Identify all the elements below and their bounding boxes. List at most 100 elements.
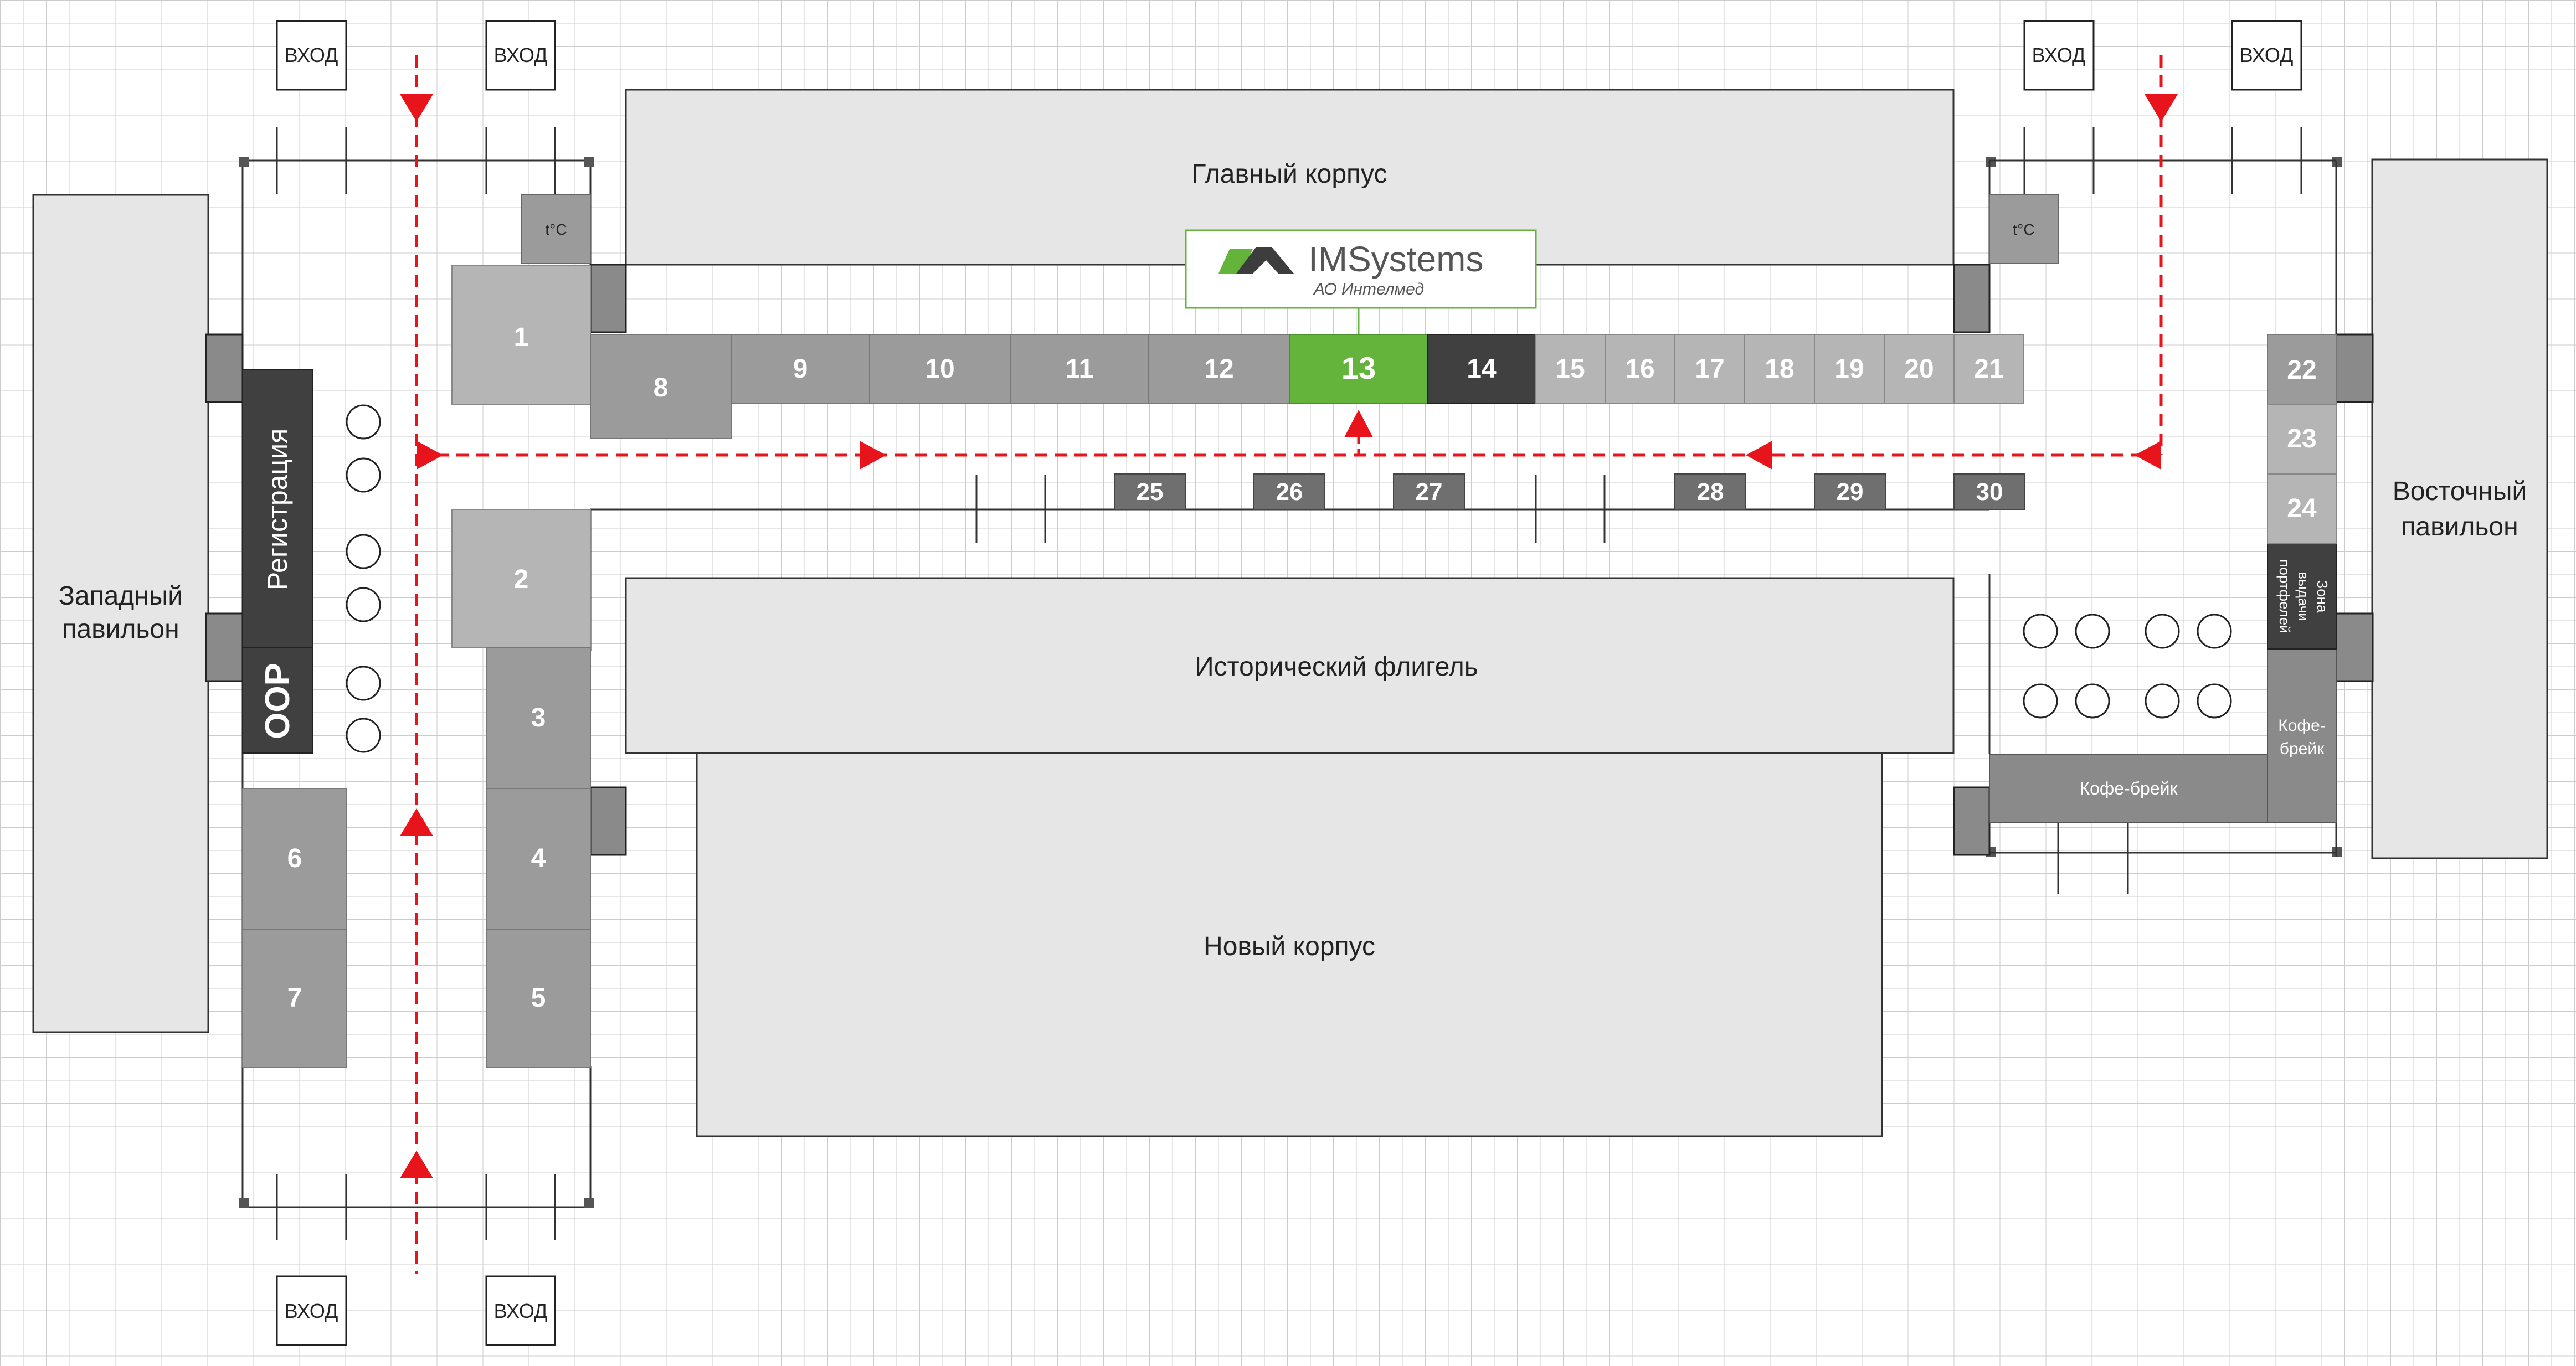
booth-20-label: 20 (1904, 354, 1934, 384)
booth-23-label: 23 (2287, 424, 2316, 453)
east-pavilion-label-line1: Восточный (2393, 477, 2527, 506)
booth-30-label: 30 (1976, 478, 2003, 506)
temperature-point-right: t°C (1989, 194, 2059, 264)
booth-2-label: 2 (514, 565, 529, 594)
booth-25[interactable]: 25 (1114, 473, 1186, 510)
booth-4[interactable]: 4 (486, 788, 591, 930)
coffee-break-area[interactable]: Кофе-брейк (1989, 754, 2268, 823)
booth-13-label: 13 (1341, 350, 1376, 385)
booth-9[interactable]: 9 (731, 334, 870, 404)
booth-7-label: 7 (287, 983, 302, 1013)
portfolio-issue-zone[interactable]: Зона выдачи портфелей (2267, 543, 2337, 650)
arrow-right-1 (417, 441, 443, 470)
main-building-label: Главный корпус (1191, 159, 1387, 189)
booth-19-label: 19 (1834, 354, 1864, 384)
booth-25-label: 25 (1137, 478, 1164, 506)
booth-10-label: 10 (925, 354, 954, 384)
booth-7[interactable]: 7 (242, 929, 347, 1068)
door-tabs (205, 264, 2374, 856)
booth-28[interactable]: 28 (1674, 473, 1746, 510)
west-pavilion[interactable]: Западный павильон (32, 194, 209, 1033)
booth-4-label: 4 (531, 844, 546, 873)
coffee-break-label: Кофе-брейк (2079, 779, 2178, 798)
entrance-top-4-label: ВХОД (2240, 44, 2294, 66)
booth-16[interactable]: 16 (1605, 334, 1675, 404)
booth-24-label: 24 (2287, 494, 2317, 523)
entrance-top-4[interactable]: ВХОД (2231, 20, 2302, 91)
entrance-top-2[interactable]: ВХОД (485, 20, 556, 91)
entrance-top-3[interactable]: ВХОД (2023, 20, 2095, 91)
entrance-top-1[interactable]: ВХОД (276, 20, 347, 91)
new-building[interactable]: Новый корпус (696, 752, 1883, 1137)
booth-13-imsystems[interactable]: 13 (1289, 334, 1428, 404)
booth-10[interactable]: 10 (869, 334, 1011, 404)
west-pavilion-label-line2: павильон (62, 615, 179, 644)
temperature-label-left: t°C (545, 221, 567, 238)
booth-30[interactable]: 30 (1953, 473, 2025, 510)
booth-26-label: 26 (1276, 478, 1303, 506)
booth-5-label: 5 (531, 983, 546, 1013)
booth-21-label: 21 (1974, 354, 2003, 384)
booth-3[interactable]: 3 (486, 647, 591, 789)
temperature-label-right: t°C (2013, 221, 2034, 238)
round-tables-east (2023, 614, 2232, 719)
booth-12-label: 12 (1204, 354, 1233, 384)
booth-11[interactable]: 11 (1010, 334, 1149, 404)
registration-desk[interactable]: Регистрация (242, 369, 313, 648)
booth-29-label: 29 (1837, 478, 1864, 506)
booth-15-label: 15 (1555, 354, 1585, 384)
booth-6[interactable]: 6 (242, 788, 347, 930)
coffee-break-corner[interactable]: Кофе- брейк (2267, 648, 2337, 823)
booth-9-label: 9 (793, 354, 808, 384)
imsystems-logo[interactable]: IMSystems АО Интелмед (1185, 229, 1537, 334)
portfolio-zone-label-line3: портфелей (2276, 559, 2293, 633)
historic-wing-label: Исторический флигель (1195, 652, 1478, 682)
entrance-top-1-label: ВХОД (285, 44, 338, 66)
booth-22[interactable]: 22 (2267, 334, 2337, 405)
entrance-bottom-2[interactable]: ВХОД (485, 1275, 556, 1346)
booth-26[interactable]: 26 (1253, 473, 1325, 510)
entrance-top-2-label: ВХОД (494, 44, 548, 66)
route-arrowheads (400, 94, 2178, 1178)
booth-23[interactable]: 23 (2267, 404, 2337, 475)
booth-16-label: 16 (1625, 354, 1654, 384)
booth-12[interactable]: 12 (1148, 334, 1290, 404)
new-building-label: Новый корпус (1204, 932, 1375, 961)
booth-19[interactable]: 19 (1814, 334, 1885, 404)
booth-20[interactable]: 20 (1884, 334, 1955, 404)
booth-22-label: 22 (2287, 355, 2316, 385)
booth-29[interactable]: 29 (1814, 473, 1886, 510)
oop-desk[interactable]: ООР (242, 647, 313, 754)
booth-14-label: 14 (1467, 354, 1497, 384)
imsystems-logo-name: IMSystems (1308, 239, 1483, 279)
booth-18-label: 18 (1765, 354, 1794, 384)
booth-6-label: 6 (287, 844, 302, 873)
booth-27-label: 27 (1416, 478, 1443, 506)
booths: 1 2 3 4 5 6 7 (242, 265, 2337, 1068)
booth-1[interactable]: 1 (451, 265, 591, 405)
arrow-left-1 (1746, 441, 1772, 470)
oop-label: ООР (259, 663, 297, 739)
booth-24[interactable]: 24 (2267, 473, 2337, 544)
entrance-bottom-1[interactable]: ВХОД (276, 1275, 347, 1346)
booth-27[interactable]: 27 (1393, 473, 1465, 510)
booth-21[interactable]: 21 (1953, 334, 2024, 404)
historic-wing[interactable]: Исторический флигель (625, 577, 1955, 754)
booth-1-label: 1 (514, 323, 529, 352)
booth-8[interactable]: 8 (590, 334, 732, 439)
booth-15[interactable]: 15 (1535, 334, 1606, 404)
imsystems-logo-subtitle: АО Интелмед (1313, 280, 1424, 298)
booth-17[interactable]: 17 (1674, 334, 1745, 404)
booth-8-label: 8 (654, 373, 669, 403)
booth-5[interactable]: 5 (486, 929, 591, 1068)
east-pavilion[interactable]: Восточный павильон (2371, 158, 2548, 859)
coffee-break-corner-label-line2: брейк (2280, 740, 2325, 758)
visitor-route (415, 55, 2163, 1274)
east-pavilion-label-line2: павильон (2401, 512, 2518, 542)
coffee-break-corner-label-line1: Кофе- (2278, 716, 2326, 735)
booth-14[interactable]: 14 (1427, 334, 1536, 404)
booth-2[interactable]: 2 (451, 509, 591, 648)
booth-18[interactable]: 18 (1744, 334, 1815, 404)
imsystems-logo-icon (1218, 247, 1294, 274)
